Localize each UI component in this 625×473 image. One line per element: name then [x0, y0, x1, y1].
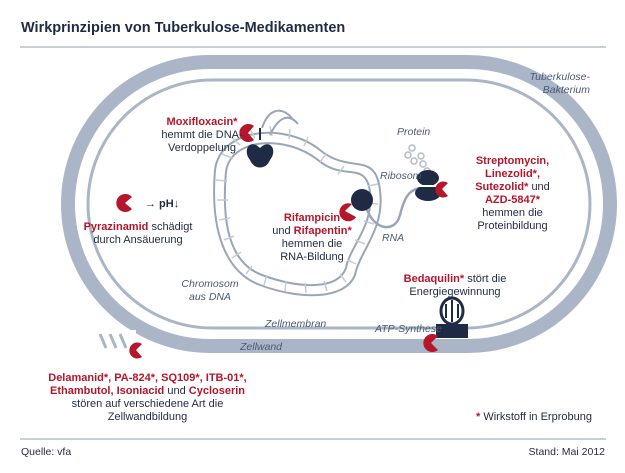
cellwall-connector: und	[167, 385, 186, 397]
moxifloxacin-drug-icon	[239, 124, 254, 142]
legend-asterisk: *	[476, 411, 481, 423]
atp-synthase-complex	[436, 296, 468, 338]
chromosome-label: Chromosom aus DNA	[170, 278, 250, 304]
moxifloxacin-effect-line2: Verdoppelung	[168, 142, 236, 154]
rifampicin-effect-line1: hemmen die	[281, 238, 343, 250]
moxifloxacin-name: Moxifloxacin*	[166, 116, 238, 128]
cellwall-drug-group-label: Delamanid*, PA-824*, SQ109*, ITB-01*, Et…	[25, 372, 270, 424]
bacterium-label-line2: Bakterium	[542, 84, 590, 96]
rifapentin-name: Rifapentin*	[293, 225, 352, 237]
streptomycin-group-label: Streptomycin, Linezolid*, Sutezolid* und…	[455, 155, 570, 233]
chromosome-label-line2: aus DNA	[188, 291, 231, 303]
rifampicin-connector: und	[272, 225, 291, 237]
chromosome-label-line1: Chromosom	[181, 278, 239, 290]
damaged-wall-segment	[96, 330, 136, 352]
header-divider	[20, 46, 606, 48]
pyrazinamid-name: Pyrazinamid	[83, 221, 149, 233]
cellwall-drugs-line2a: Ethambutol, Isoniacid	[49, 385, 165, 397]
cycloserin-name: Cycloserin	[188, 385, 246, 397]
rna-strand	[363, 186, 421, 229]
bedaquilin-name: Bedaquilin*	[403, 273, 465, 285]
ribosome	[415, 170, 441, 201]
cellwall-drugs-line1: Delamanid*, PA-824*, SQ109*, ITB-01*,	[48, 372, 247, 384]
rna-polymerase-enzyme	[351, 189, 373, 211]
legend-text: Wirkstoff in Erprobung	[483, 411, 592, 423]
pyrazinamid-drug-icon	[116, 194, 132, 212]
streptomycin-name: Streptomycin,	[475, 155, 550, 167]
bedaquilin-label: Bedaquilin* stört die Energiegewinnung	[390, 273, 520, 299]
cellwall-effect-line2: Zellwandbildung	[107, 411, 188, 423]
bedaquilin-effect-line2: Energiegewinnung	[409, 286, 501, 298]
pyrazinamid-effect-line2: durch Ansäuerung	[93, 234, 183, 246]
azd5847-name: AZD-5847*	[484, 194, 541, 206]
streptomycin-effect-line1: hemmen die	[482, 207, 543, 219]
bedaquilin-drug-icon	[423, 334, 438, 352]
bacterium-label: Tuberkulose- Bakterium	[520, 71, 591, 97]
atp-synthase-label: ATP-Synthese	[375, 323, 442, 335]
dna-gyrase-enzyme	[246, 128, 274, 168]
rifampicin-effect-line2: RNA-Bildung	[280, 251, 344, 263]
cellwall-effect-line1: stören auf verschiedene Art die	[71, 398, 224, 410]
rna-label: RNA	[382, 232, 405, 244]
date-note: Stand: Mai 2012	[528, 446, 605, 458]
bacterium-label-line1: Tuberkulose-	[529, 71, 591, 83]
cellwall-drug-icon	[129, 342, 142, 359]
linezolid-name: Linezolid*,	[485, 168, 540, 180]
cell-membrane-label: Zellmembran	[265, 318, 327, 330]
streptomycin-connector: und	[531, 181, 550, 193]
rifampicin-name: Rifampicin	[283, 212, 341, 224]
rifampicin-drug-icon	[339, 203, 356, 222]
page-title: Wirkprinzipien von Tuberkulose-Medikamen…	[21, 20, 346, 36]
chromosome-dna	[213, 109, 382, 297]
footer-divider	[20, 438, 606, 440]
moxifloxacin-label: Moxifloxacin* hemmt die DNA- Verdoppelun…	[152, 116, 252, 155]
moxifloxacin-effect-line1: hemmt die DNA-	[161, 129, 243, 141]
cell-wall-label: Zellwand	[240, 341, 283, 353]
streptomycin-drug-icon	[435, 181, 448, 198]
ribosom-label: Ribosom	[380, 170, 422, 182]
sutezolid-name: Sutezolid*	[475, 181, 529, 193]
legend: * Wirkstoff in Erprobung	[476, 411, 592, 424]
bedaquilin-effect-first: stört die	[467, 273, 507, 285]
protein-label: Protein	[397, 126, 431, 138]
cell-wall	[61, 55, 617, 353]
pyrazinamid-label: Pyrazinamid schädigt durch Ansäuerung	[78, 221, 198, 247]
pyrazinamid-effect-first: schädigt	[151, 221, 193, 233]
rifampicin-label: Rifampicin und Rifapentin* hemmen die RN…	[262, 212, 362, 264]
source-note: Quelle: vfa	[21, 446, 72, 458]
ph-arrow-label: → pH↓	[145, 198, 180, 210]
streptomycin-effect-line2: Proteinbildung	[477, 220, 548, 232]
